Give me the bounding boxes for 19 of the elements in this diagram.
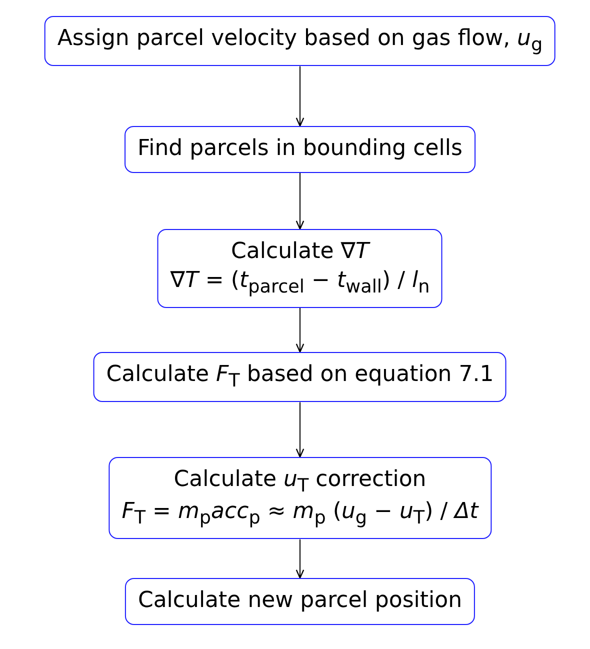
step-text: Find parcels in bounding cells bbox=[138, 135, 462, 163]
arrow bbox=[296, 402, 304, 458]
process-box bbox=[157, 229, 443, 308]
process-box bbox=[44, 16, 556, 66]
formula-text: F$_{T}$ = m$_{p}$acc$_{p}$ ≈ m$_{p}$ (u$_{g}$ − u$_{T}$) / Δt bbox=[122, 498, 478, 530]
process-box bbox=[124, 578, 476, 625]
arrow bbox=[296, 66, 304, 127]
step-text: Calculate F$_{T}$ based on equation 7.1 bbox=[106, 361, 494, 394]
arrow bbox=[296, 307, 304, 353]
process-box bbox=[124, 126, 476, 173]
step-text: Calculate u$_{T}$ correction bbox=[172, 466, 428, 498]
process-box bbox=[108, 457, 492, 540]
formula-text: ∇T = (t$_{parcel}$ − t$_{wall}$) / l$_{n}$ bbox=[170, 266, 430, 299]
process-box bbox=[93, 352, 507, 402]
step-text: Assign parcel velocity based on gas flow, u$_{g}$ bbox=[57, 25, 543, 58]
arrow bbox=[296, 538, 304, 579]
step-text: Calculate ∇T bbox=[230, 238, 372, 266]
arrow bbox=[296, 172, 304, 230]
step-text: Calculate new parcel position bbox=[138, 587, 462, 615]
